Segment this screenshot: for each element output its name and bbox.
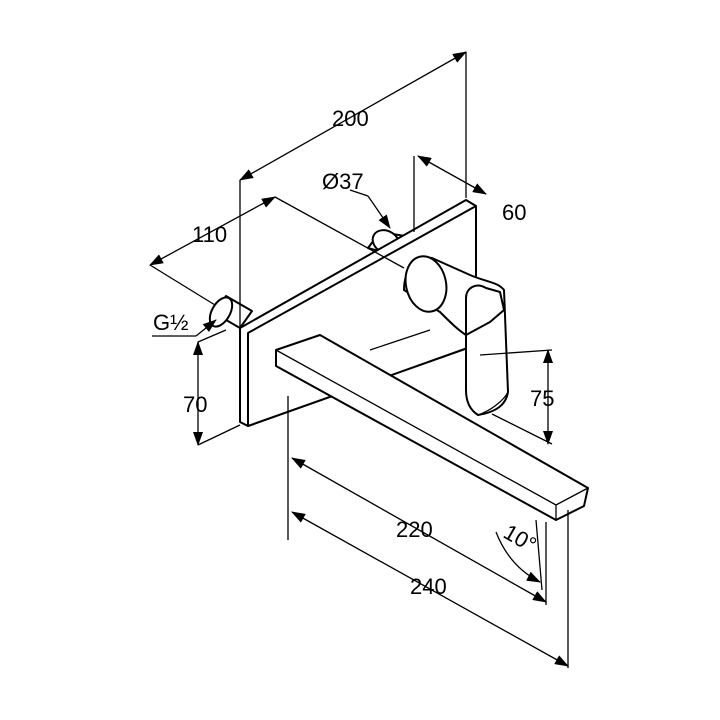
label-200: 200 [332, 106, 369, 131]
label-g-thread: G½ [153, 310, 188, 335]
inlet-pipe [208, 295, 253, 329]
dimline-60 [417, 155, 487, 195]
leader-d37 [367, 195, 391, 229]
leader-d37-base [349, 189, 369, 197]
label-d37: Ø37 [322, 169, 364, 194]
dimline-240 [291, 511, 569, 667]
dimension-lines [149, 51, 569, 667]
leader-g [195, 319, 217, 337]
dimline-110-ext [274, 196, 405, 269]
label-110: 110 [192, 222, 227, 247]
dimline-110 [149, 196, 276, 266]
label-60: 60 [502, 200, 526, 225]
dimline-200 [239, 51, 467, 181]
label-70: 70 [183, 392, 207, 417]
label-75: 75 [530, 386, 554, 411]
lever-handle [403, 255, 509, 416]
angle-arc [495, 531, 541, 583]
label-220: 220 [396, 517, 433, 542]
faucet-body [208, 199, 589, 521]
label-240: 240 [410, 574, 447, 599]
